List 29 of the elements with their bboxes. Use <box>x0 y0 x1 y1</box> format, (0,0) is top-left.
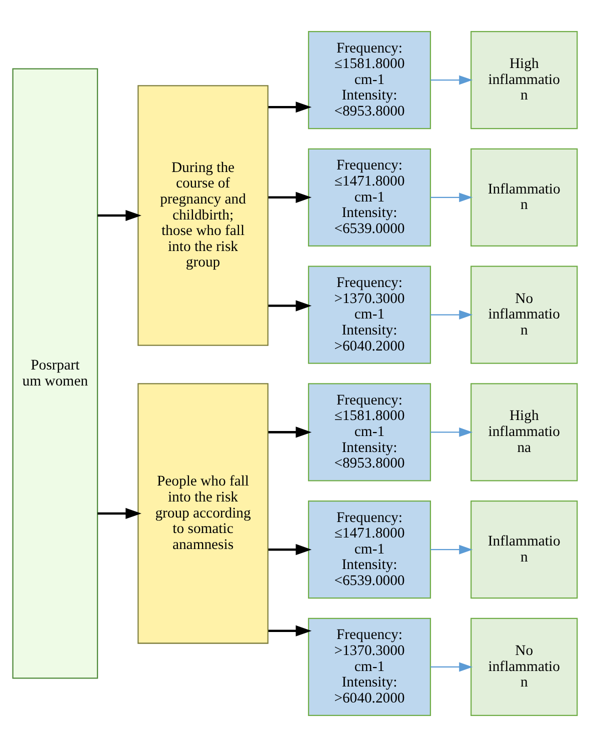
node-box: High inflammatio n <box>470 30 578 130</box>
arrow <box>268 625 312 636</box>
arrow <box>268 426 312 438</box>
node-box: Frequency: >1370.3000 cm-1 Intensity: >6040.2000 <box>308 618 431 716</box>
arrow <box>268 300 312 312</box>
node-box: No inflammatio n <box>470 266 578 364</box>
arrow <box>430 544 473 554</box>
node-box: No inflammatio n <box>470 618 578 716</box>
arrow <box>430 310 473 320</box>
node-box: Frequency: ≤1581.8000 cm-1 Intensity: <8953.8000 <box>308 383 431 482</box>
arrow <box>98 210 142 222</box>
arrow <box>98 508 142 519</box>
node-box: High inflammatio na <box>470 383 578 482</box>
node-box: Frequency: >1370.3000 cm-1 Intensity: >6040.2000 <box>308 266 431 364</box>
node-box: Frequency: ≤1581.8000 cm-1 Intensity: <8953.8000 <box>308 30 431 130</box>
node-box: Frequency: ≤1471.8000 cm-1 Intensity: <6539.0000 <box>308 500 431 599</box>
node-box: During the course of pregnancy and childbirth; those who fall into the risk group <box>138 85 268 346</box>
arrow <box>430 75 473 85</box>
node-box: Inflammatio n <box>470 148 578 247</box>
arrow <box>268 544 312 556</box>
arrow <box>268 192 312 203</box>
node-box: Posrpart um women <box>12 68 98 679</box>
node-box: Inflammatio n <box>470 500 578 599</box>
arrow <box>430 192 473 202</box>
node-box: People who fall into the risk group according to somatic anamnesis <box>138 383 268 644</box>
arrow <box>430 662 473 672</box>
node-box: Frequency: ≤1471.8000 cm-1 Intensity: <6539.0000 <box>308 148 431 247</box>
arrow <box>268 102 312 113</box>
arrow <box>430 427 473 437</box>
